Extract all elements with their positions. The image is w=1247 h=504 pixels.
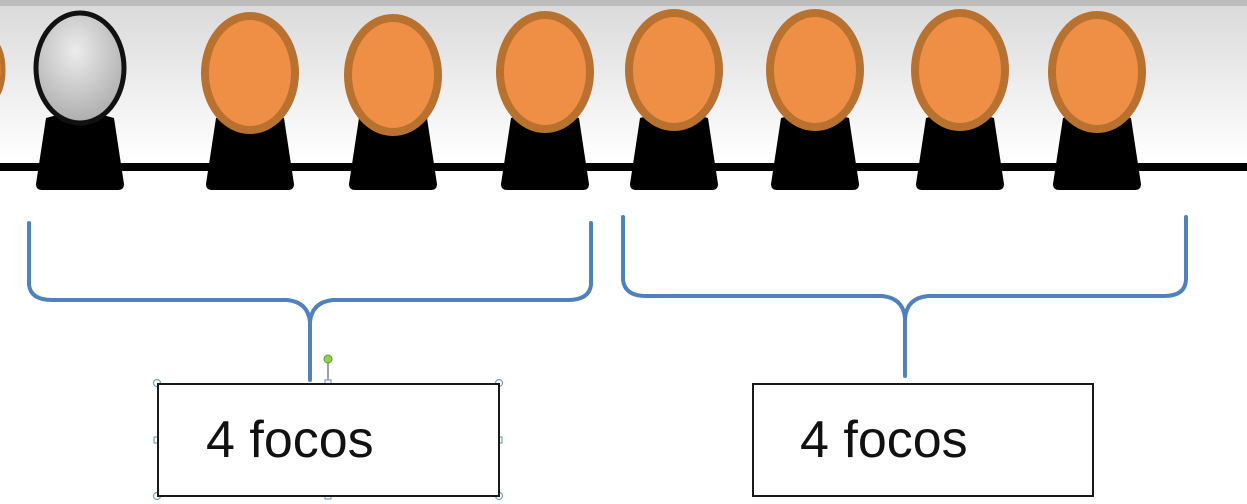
top-border (0, 0, 1247, 6)
bulb-globe (625, 9, 723, 131)
bulb-3-on (344, 14, 442, 190)
bulb-globe (496, 11, 594, 133)
bulb-4-on (496, 11, 594, 190)
bulb-globe (201, 12, 299, 134)
bulb-base (206, 113, 294, 190)
bulb-globe (911, 9, 1009, 131)
bulb-globe (766, 9, 864, 131)
rotate-handle[interactable] (323, 354, 333, 364)
brace-right (621, 215, 1188, 378)
bulb-globe (344, 14, 442, 136)
circuit-wire (0, 163, 1247, 171)
bulbs-layer (33, 9, 1146, 190)
bulb-1-off (33, 10, 127, 190)
partial-bulb-edge (0, 45, 6, 95)
bulb-globe (1048, 11, 1146, 133)
bulb-base (1053, 113, 1141, 190)
bulb-5-on (625, 9, 723, 190)
bulb-base (501, 113, 589, 190)
group-label-right: 4 focos (800, 411, 968, 469)
bulb-base (36, 113, 124, 190)
bulb-8-on (1048, 11, 1146, 190)
bulb-base (771, 113, 859, 190)
bulb-7-on (911, 9, 1009, 190)
bulb-6-on (766, 9, 864, 190)
bulb-globe (33, 10, 127, 126)
bulb-base (349, 113, 437, 190)
bulb-base (916, 113, 1004, 190)
group-label-left: 4 focos (206, 411, 374, 469)
bulb-base (630, 113, 718, 190)
bulb-2-on (201, 12, 299, 190)
group-label-box-left[interactable]: 4 focos (157, 383, 500, 497)
group-label-box-right[interactable]: 4 focos (752, 383, 1094, 497)
brace-left (27, 221, 593, 382)
